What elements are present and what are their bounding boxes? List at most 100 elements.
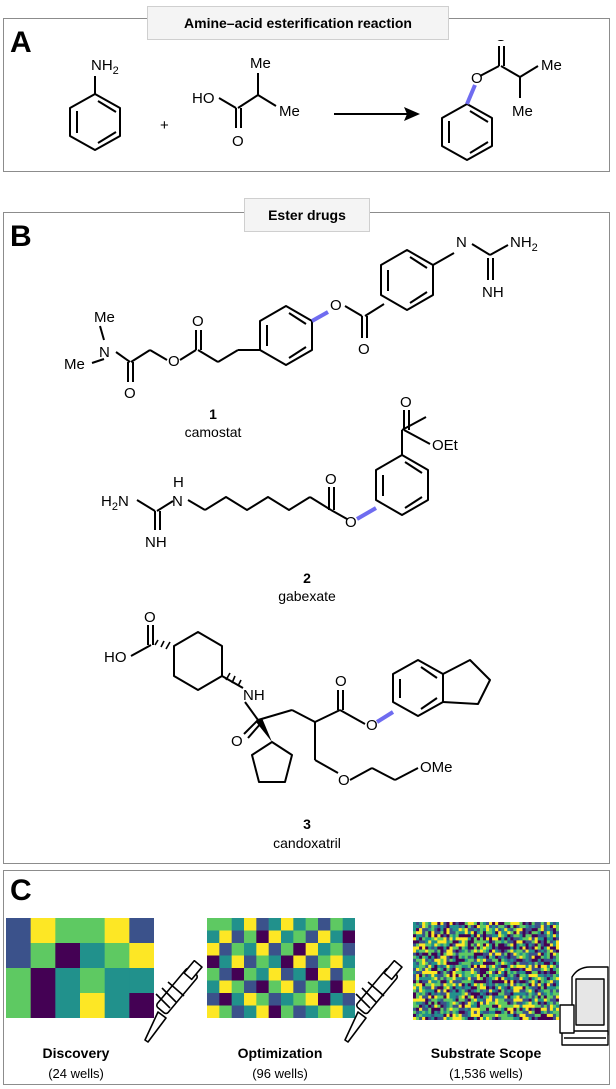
- heatmap-cell: [440, 934, 444, 938]
- heatmap-cell: [342, 993, 355, 1006]
- heatmap-cell: [528, 995, 532, 999]
- heatmap-cell: [522, 937, 526, 941]
- heatmap-cell: [446, 958, 450, 963]
- heatmap-cell: [525, 971, 529, 975]
- heatmap-cell: [552, 1004, 557, 1009]
- heatmap-cell: [552, 940, 557, 944]
- heatmap-cell: [479, 974, 484, 978]
- heatmap-cell: [534, 946, 539, 950]
- heatmap-cell: [416, 964, 420, 969]
- heatmap-cell: [546, 1001, 551, 1005]
- heatmap-cell: [516, 1007, 520, 1012]
- heatmap-cell: [431, 928, 435, 932]
- heatmap-cell: [452, 989, 456, 993]
- heatmap-cell: [464, 1013, 469, 1018]
- heatmap-cell: [528, 971, 532, 975]
- heatmap-cell: [443, 961, 447, 966]
- heatmap-cell: [489, 928, 493, 932]
- heatmap-cell: [479, 928, 484, 932]
- heatmap-cell: [513, 1010, 517, 1015]
- heatmap-cell: [519, 964, 523, 969]
- heatmap-cell: [55, 943, 81, 969]
- heatmap-cell: [476, 1007, 481, 1012]
- heatmap-cell: [428, 955, 432, 960]
- heatmap-cell: [501, 983, 505, 987]
- heatmap-cell: [543, 922, 548, 926]
- pipette-icon: [144, 960, 203, 1043]
- heatmap-cell: [413, 949, 417, 953]
- heatmap-cell: [522, 1004, 526, 1009]
- heatmap-cell: [467, 955, 472, 960]
- heatmap-cell: [537, 940, 542, 944]
- camostat-o-ester: O: [330, 297, 342, 314]
- heatmap-cell: [449, 1010, 453, 1015]
- heatmap-cell: [434, 989, 438, 993]
- heatmap-cell: [416, 946, 420, 950]
- heatmap-cell: [486, 1016, 490, 1020]
- heatmap-cell: [256, 930, 269, 944]
- heatmap-cell: [507, 946, 511, 950]
- heatmap-cell: [504, 986, 508, 990]
- heatmap-cell: [425, 937, 429, 941]
- heatmap-cell: [458, 958, 462, 963]
- heatmap-cell: [422, 1001, 426, 1005]
- heatmap-cell: [510, 934, 514, 938]
- heatmap-cell: [425, 925, 429, 929]
- heatmap-cell: [486, 983, 490, 987]
- heatmap-cell: [219, 968, 232, 981]
- heatmap-cell: [531, 946, 535, 950]
- heatmap-cell: [443, 992, 447, 996]
- heatmap-cell: [419, 940, 423, 944]
- heatmap-cell: [452, 1016, 456, 1020]
- heatmap-cell: [537, 980, 542, 984]
- heatmap-cell: [446, 934, 450, 938]
- heatmap-cell: [495, 989, 499, 993]
- heatmap-cell: [446, 949, 450, 953]
- heatmap-cell: [525, 977, 529, 981]
- heatmap-cell: [501, 922, 505, 926]
- heatmap-cell: [519, 977, 523, 981]
- heatmap-cell: [479, 986, 484, 990]
- heatmap-cell: [482, 1001, 487, 1005]
- heatmap-cell: [504, 1013, 508, 1018]
- heatmap-cell: [528, 949, 532, 953]
- heatmap-cell: [244, 918, 257, 931]
- heatmap-cell: [495, 1013, 499, 1018]
- heatmap-cell: [552, 974, 557, 978]
- heatmap-cell: [552, 946, 557, 950]
- heatmap-cell: [525, 949, 529, 953]
- heatmap-cell: [476, 983, 481, 987]
- heatmap-cell: [495, 964, 499, 969]
- heatmap-cell: [473, 931, 478, 935]
- heatmap-cell: [501, 955, 505, 960]
- heatmap-cell: [540, 992, 545, 996]
- heatmap-cell: [437, 1013, 441, 1018]
- heatmap-cell: [495, 922, 499, 926]
- heatmap-cell: [443, 955, 447, 960]
- heatmap-cell: [510, 974, 514, 978]
- heatmap-cell: [482, 958, 487, 963]
- heatmap-cell: [476, 964, 481, 969]
- heatmap-cell: [434, 995, 438, 999]
- heatmap-cell: [470, 925, 475, 929]
- heatmap-cell: [555, 949, 559, 953]
- heatmap-cell: [489, 974, 493, 978]
- product-me-bottom: Me: [512, 103, 533, 120]
- heatmap-cell: [507, 940, 511, 944]
- heatmap-cell: [437, 967, 441, 972]
- heatmap-cell: [492, 971, 496, 975]
- stage-substrate-scope-wells: (1,536 wells): [449, 1066, 523, 1081]
- heatmap-cell: [486, 995, 490, 999]
- heatmap-cell: [452, 955, 456, 960]
- heatmap-cell: [446, 1010, 450, 1015]
- heatmap-cell: [419, 1004, 423, 1009]
- heatmap-cell: [549, 998, 554, 1002]
- heatmap-cell: [540, 922, 545, 926]
- heatmap-cell: [519, 925, 523, 929]
- heatmap-cell: [231, 943, 245, 956]
- heatmap-cell: [446, 1016, 450, 1020]
- heatmap-cell: [416, 967, 420, 972]
- heatmap-cell: [479, 971, 484, 975]
- heatmap-cell: [489, 983, 493, 987]
- heatmap-cell: [422, 928, 426, 932]
